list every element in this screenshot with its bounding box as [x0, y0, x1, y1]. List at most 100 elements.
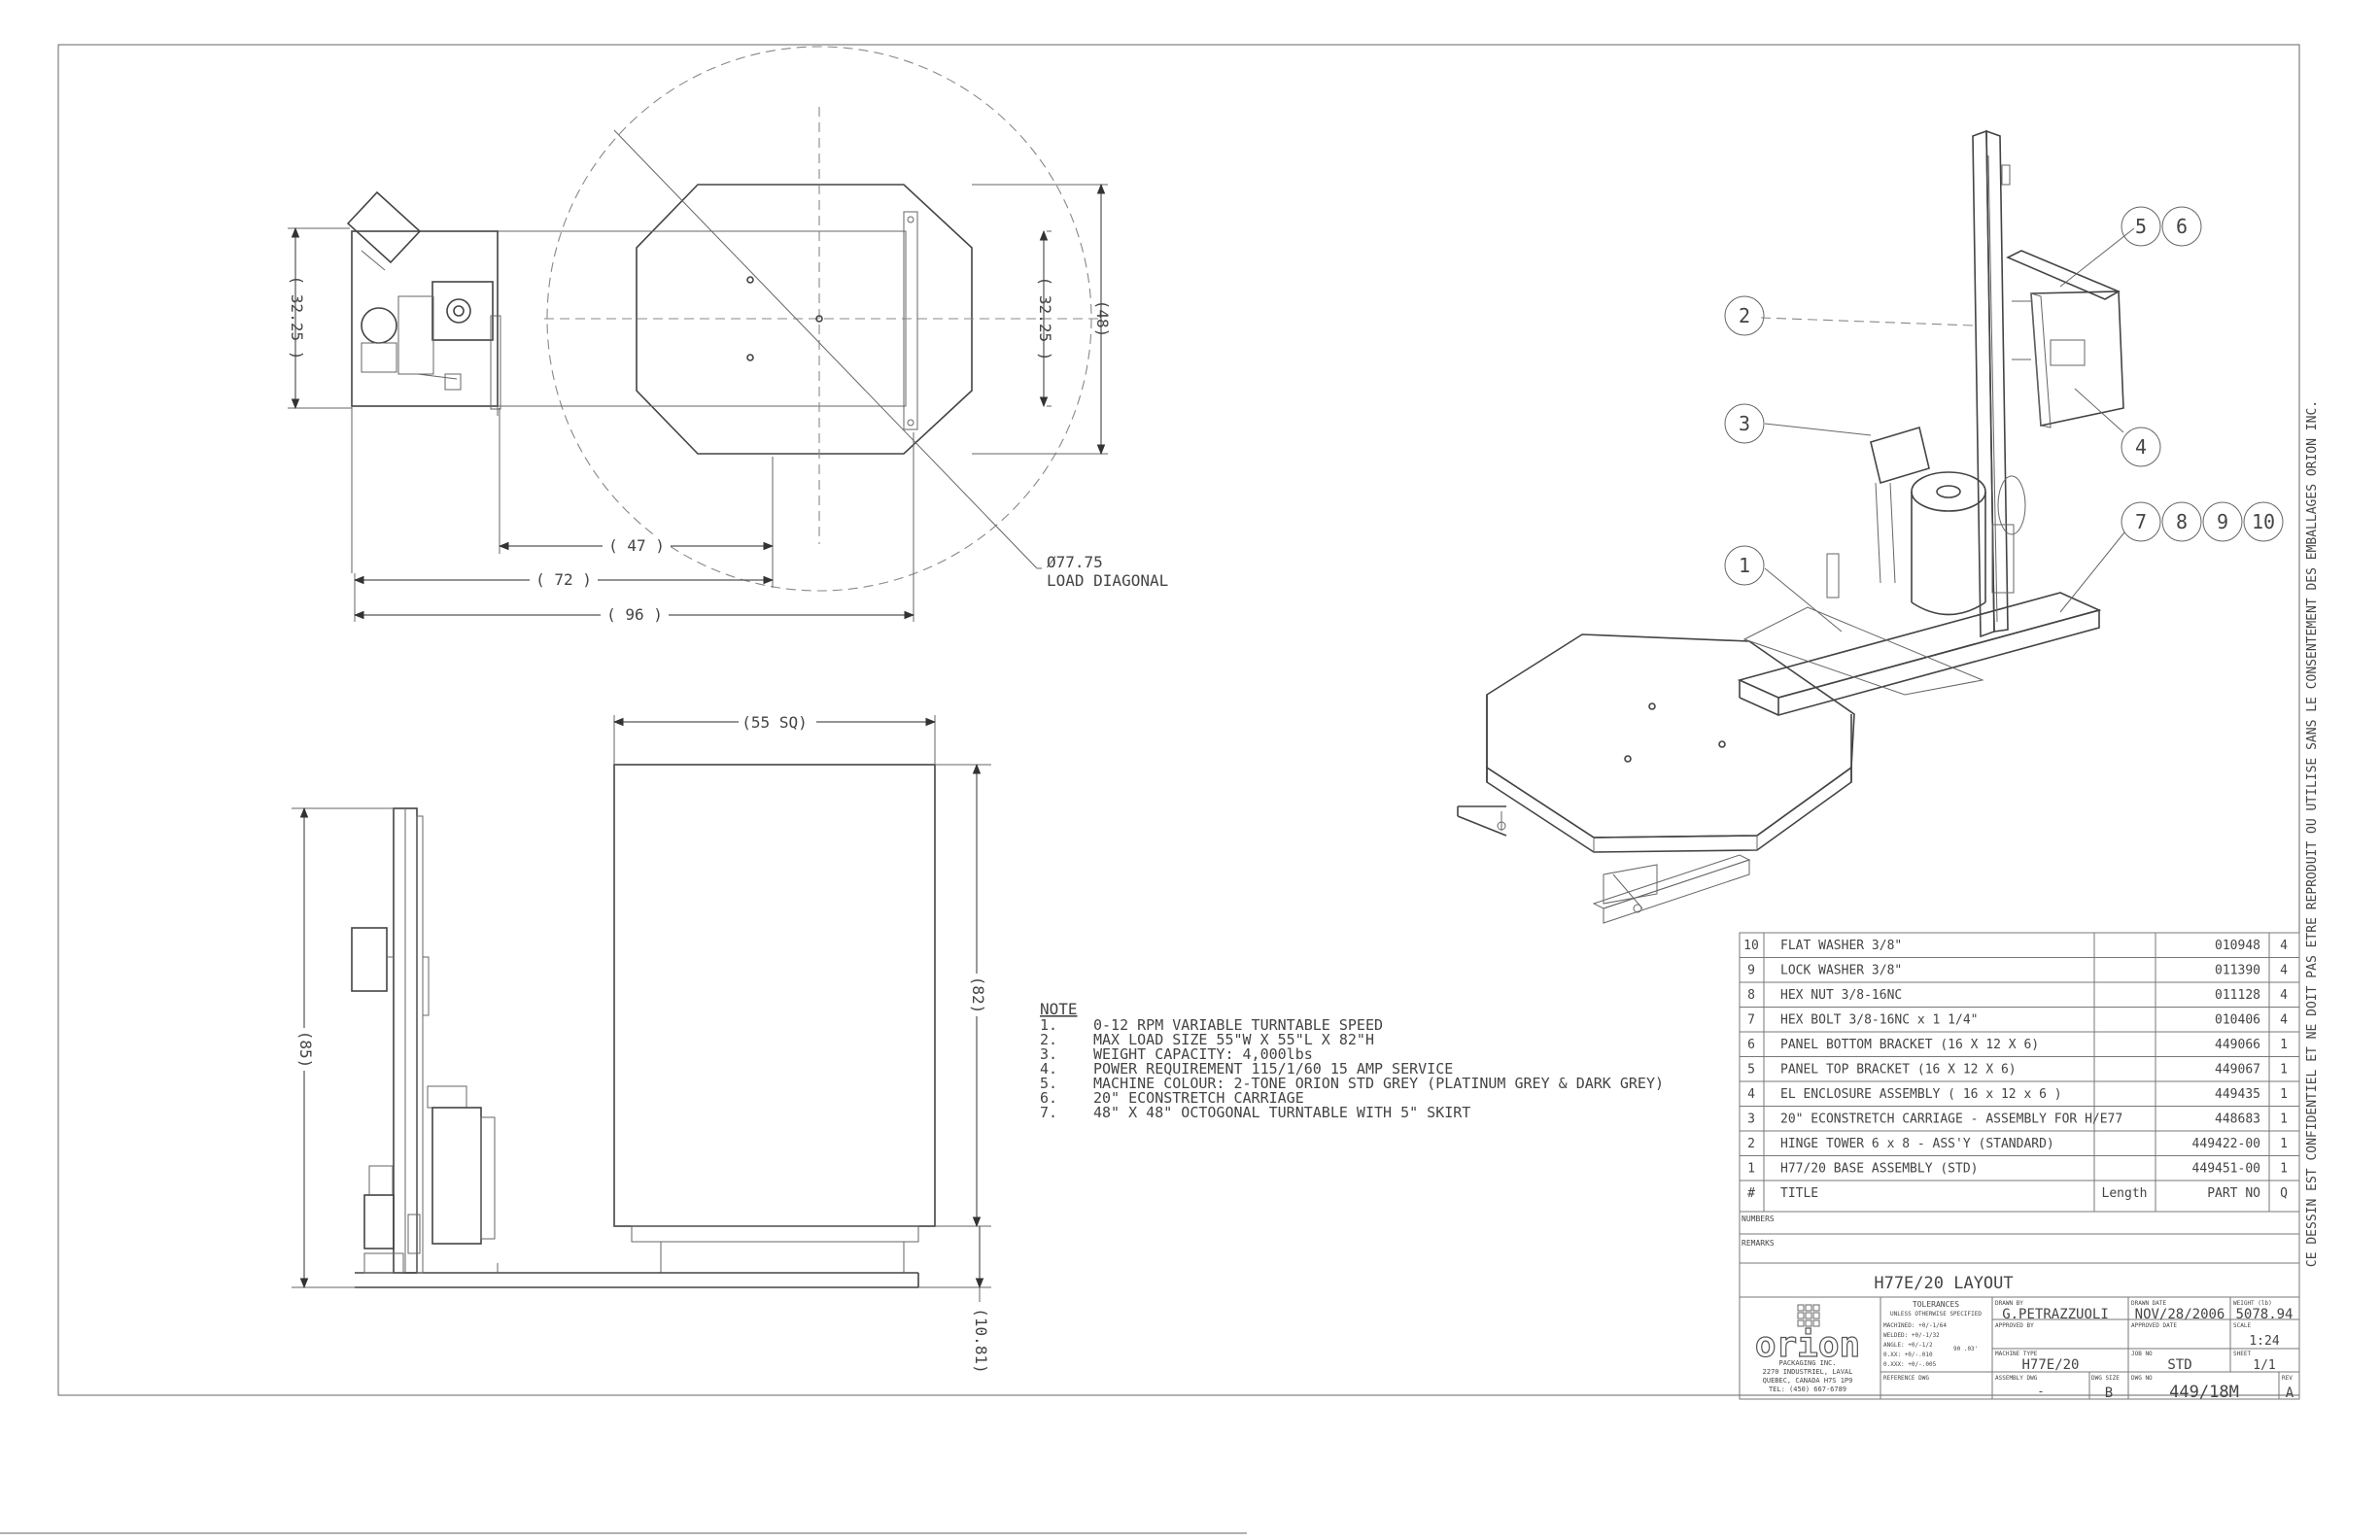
weight-label: WEIGHT (lb) [2233, 1300, 2272, 1307]
balloon-circle [2202, 501, 2243, 542]
diag-label: LOAD DIAGONAL [1047, 571, 1168, 590]
weight: 5078.94 [2235, 1307, 2293, 1322]
drawn-by-label: DRAWN BY [1995, 1300, 2023, 1307]
bom-row-part: 449422-00 [2192, 1137, 2260, 1151]
balloon-label: 4 [2135, 435, 2147, 459]
bom-row-qty: 1 [2280, 1112, 2288, 1127]
rev-label: REV [2282, 1375, 2293, 1382]
orion-logo-icon [1797, 1304, 1820, 1327]
machine-type: H77E/20 [2021, 1357, 2079, 1373]
assembly-label: ASSEMBLY DWG [1995, 1375, 2038, 1382]
bom-row-part: 449451-00 [2192, 1162, 2260, 1177]
bom-row-item: 4 [1747, 1087, 1755, 1102]
company-line1: PACKAGING INC. [1778, 1359, 1836, 1367]
balloon-circle [1724, 545, 1765, 586]
bom-row-part: 010406 [2215, 1013, 2260, 1028]
dwg-no-label: DWG NO [2131, 1375, 2153, 1382]
note-text: MAX LOAD SIZE 55"W X 55"L X 82"H [1093, 1031, 1374, 1048]
dim-82: (82) [969, 976, 987, 1014]
bom-row-part: 011128 [2215, 988, 2260, 1003]
balloon-label: 9 [2217, 510, 2228, 533]
bom-row-part: 449435 [2215, 1087, 2260, 1102]
approved-date-label: APPROVED DATE [2131, 1322, 2177, 1329]
tol-2: WELDED: +0/-1/32 [1883, 1332, 1940, 1339]
side-view-dimensions: (55 SQ) (85) (82) (10.81) [292, 713, 991, 1374]
bom-row-title: EL ENCLOSURE ASSEMBLY ( 16 x 12 x 6 ) [1780, 1087, 2062, 1102]
drawn-date: NOV/28/2006 [2135, 1307, 2225, 1322]
bom-row-title: PANEL BOTTOM BRACKET (16 X 12 X 6) [1780, 1038, 2039, 1052]
side-legend: CE DESSIN EST CONFIDENTIEL ET NE DOIT PA… [2305, 400, 2320, 1267]
bom-row-qty: 4 [2280, 964, 2288, 978]
company-line3: QUEBEC, CANADA H7S 1P9 [1763, 1377, 1853, 1385]
bom-row-title: 20" ECONSTRETCH CARRIAGE - ASSEMBLY FOR … [1780, 1112, 2122, 1127]
scale: 1:24 [2249, 1334, 2279, 1349]
note-text: 48" X 48" OCTOGONAL TURNTABLE WITH 5" SK… [1093, 1104, 1470, 1121]
balloon-circle [2121, 501, 2161, 542]
dwg-no: 449/18M [2169, 1383, 2239, 1402]
machine-type-label: MACHINE TYPE [1995, 1351, 2038, 1357]
bom-row-title: PANEL TOP BRACKET (16 X 12 X 6) [1780, 1063, 2017, 1078]
bom-row-qty: 1 [2280, 1137, 2288, 1151]
note-text: WEIGHT CAPACITY: 4,000lbs [1093, 1045, 1313, 1063]
balloon-label: 3 [1739, 412, 1750, 435]
note-number: 3. [1040, 1045, 1057, 1063]
numbers-label: NUMBERS [1742, 1215, 1775, 1223]
note-number: 4. [1040, 1060, 1057, 1078]
bom-header-item: # [1747, 1186, 1755, 1201]
balloon-label: 8 [2176, 510, 2188, 533]
tolerances-sub: UNLESS OTHERWISE SPECIFIED [1890, 1311, 1982, 1318]
bom-row-title: HINGE TOWER 6 x 8 - ASS'Y (STANDARD) [1780, 1137, 2054, 1151]
job: STD [2167, 1357, 2191, 1373]
note-number: 2. [1040, 1031, 1057, 1048]
bom-row-part: 449067 [2215, 1063, 2260, 1078]
title-block: NUMBERS REMARKS H77E/20 LAYOUT orion PAC… [1739, 1211, 2300, 1402]
notes-heading: NOTE [1040, 1000, 1078, 1018]
bom-header-part: PART NO [2207, 1186, 2260, 1201]
drawn-date-label: DRAWN DATE [2131, 1300, 2167, 1307]
company-line2: 2270 INDUSTRIEL, LAVAL [1763, 1368, 1853, 1376]
dim-85: (85) [296, 1031, 315, 1069]
balloon-label: 10 [2252, 510, 2275, 533]
bom-row-qty: 1 [2280, 1087, 2288, 1102]
bom-row-qty: 1 [2280, 1162, 2288, 1177]
bom-row-qty: 1 [2280, 1038, 2288, 1052]
sheet: 1/1 [2253, 1358, 2275, 1373]
bom-row-item: 2 [1747, 1137, 1755, 1151]
balloon-label: 7 [2135, 510, 2147, 533]
balloon-circle [2161, 206, 2202, 247]
balloon-label: 2 [1739, 304, 1750, 327]
note-number: 1. [1040, 1016, 1057, 1034]
bom-row-title: HEX NUT 3/8-16NC [1780, 988, 1902, 1003]
balloon-circle [2121, 427, 2161, 467]
balloon-label: 6 [2176, 215, 2188, 238]
top-view-dimensions: ( 32.25 ) ( 32.25 ) (48) ( 47 ) ( 72 ) (… [288, 183, 1168, 624]
bom-row-qty: 4 [2280, 1013, 2288, 1028]
note-number: 7. [1040, 1104, 1057, 1121]
rev: A [2286, 1386, 2294, 1401]
dim-96: ( 96 ) [606, 605, 663, 624]
dim-1081: (10.81) [972, 1308, 990, 1373]
company-line4: TEL: (450) 667-6789 [1769, 1386, 1846, 1393]
bom-row-item: 6 [1747, 1038, 1755, 1052]
scale-label: SCALE [2233, 1322, 2251, 1329]
tol-angle: 90 .03' [1953, 1346, 1978, 1352]
note-number: 5. [1040, 1075, 1057, 1092]
tol-4: 0.XX: +0/-.010 [1883, 1352, 1933, 1358]
bom-header-title: TITLE [1780, 1186, 1818, 1201]
isometric-view [1457, 129, 2124, 924]
balloon-circle [2121, 206, 2161, 247]
balloon-label: 1 [1739, 554, 1750, 577]
bom-row-qty: 4 [2280, 939, 2288, 953]
bom-row-part: 010948 [2215, 939, 2260, 953]
note-text: 0-12 RPM VARIABLE TURNTABLE SPEED [1093, 1016, 1383, 1034]
sheet-border [57, 44, 2300, 1396]
sheet-label: SHEET [2233, 1351, 2251, 1357]
bom-row-item: 10 [1743, 939, 1759, 953]
job-label: JOB NO [2131, 1351, 2153, 1357]
reference-label: REFERENCE DWG [1883, 1375, 1929, 1382]
balloon-label: 5 [2135, 215, 2147, 238]
dim-height-right: (48) [1093, 300, 1112, 338]
dim-height-mid: ( 32.25 ) [1036, 277, 1054, 361]
bom-row-title: LOCK WASHER 3/8" [1780, 964, 1902, 978]
